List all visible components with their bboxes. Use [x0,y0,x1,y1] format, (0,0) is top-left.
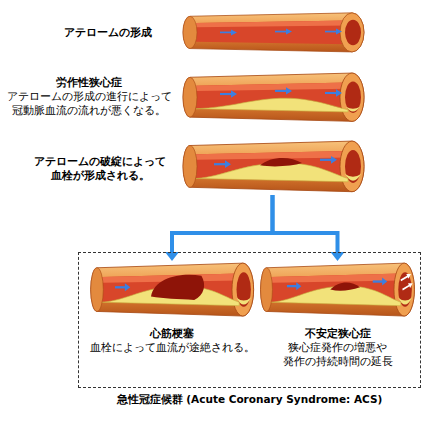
stage-box: アテロームの破綻によって 血栓が形成される。 [180,140,365,193]
illustration-part [220,90,237,97]
group-box: 急性冠症候群 (Acute Coronary Syndrome: ACS)心筋梗… [78,252,421,388]
illustration-part [325,29,342,35]
text-group: 急性冠症候群 (Acute Coronary Syndrome: ACS) [79,392,420,406]
artery-stage-2 [183,73,364,121]
illustration-part [320,156,337,164]
text-group: 労作性狭心症アテロームの形成の進行によって 冠動脈血流の流れが悪くなる。 [4,75,174,118]
heading-text: 不安定狭心症 [259,326,416,340]
illustration-part [196,98,348,112]
body-text: 血栓によって血流が途絶される。 [89,340,255,354]
heading-text: 労作性狭心症 [4,75,174,89]
body-text: 狭心症発作の増悪や 発作の持続時間の延長 [259,340,416,368]
stage-box: 心筋梗塞血栓によって血流が途絶される。 [89,263,255,354]
illustration-part [151,275,204,300]
illustration-part [183,141,364,192]
illustration-part [260,158,302,166]
illustration-part [183,73,364,121]
illustration-part [91,263,254,316]
illustration-part [115,283,130,291]
illustration-part [261,263,415,316]
heading-text: 心筋梗塞 [89,326,255,340]
stage-box: アテロームの形成 [180,12,365,53]
illustration-part [237,298,251,305]
illustration-part [403,283,413,289]
artery-stage-4 [91,263,254,316]
arrow-head [165,252,179,261]
text-group: アテロームの破綻によって 血栓が形成される。 [30,154,170,182]
illustration-part [275,29,292,35]
illustration-part [398,298,412,305]
illustration-part [330,282,360,290]
illustration-part [401,274,411,280]
artery-stage-1 [183,13,364,52]
illustration-part [345,174,361,181]
text-group: 心筋梗塞血栓によって血流が途絶される。 [89,326,255,354]
illustration-part [183,13,364,52]
illustration-part [287,282,301,290]
text-group: 不安定狭心症狭心症発作の増悪や 発作の持続時間の延長 [259,326,416,369]
stage-box: 労作性狭心症アテロームの形成の進行によって 冠動脈血流の流れが悪くなる。 [180,72,365,122]
illustration-part [325,89,342,96]
artery-stage-5 [261,263,415,316]
illustration-part [275,87,292,94]
artery-stage-3 [183,141,364,192]
arrow-line [273,195,338,252]
illustration-part [214,160,231,168]
body-text: アテロームの形成の進行によって 冠動脈血流の流れが悪くなる。 [4,89,174,117]
stage-box: 不安定狭心症狭心症発作の増悪や 発作の持続時間の延長 [259,263,416,369]
illustration-part [373,278,387,286]
illustration-part [346,107,360,112]
heading-text: 急性冠症候群 (Acute Coronary Syndrome: ACS) [79,392,420,406]
arrow-line [172,195,273,252]
illustration-part [220,29,237,35]
arrow-head [331,252,345,261]
heading-text: アテロームの形成 [52,25,164,39]
text-group: アテロームの形成 [52,25,164,39]
heading-text: アテロームの破綻によって 血栓が形成される。 [30,154,170,182]
